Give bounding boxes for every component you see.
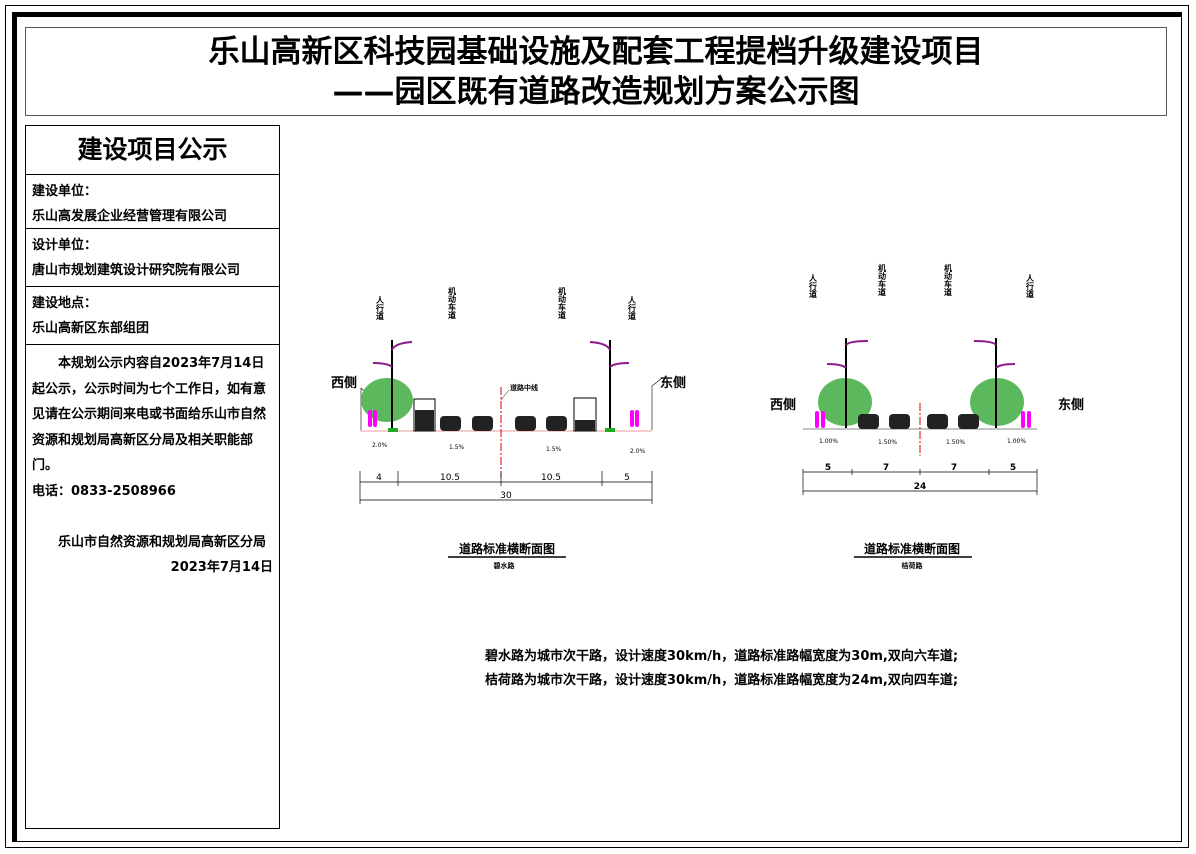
east-side-label: 东侧 — [1058, 397, 1084, 413]
date-text: 2023年7月14日 — [170, 559, 273, 575]
road-name: 桔荷路 — [902, 561, 924, 570]
designer-value: 唐山市规划建筑设计研究院有限公司 — [32, 263, 241, 278]
location-section: 建设地点： 乐山高新区东部组团 — [26, 287, 279, 345]
slope-label: 1.50% — [878, 439, 897, 446]
title-block: 乐山高新区科技园基础设施及配套工程提档升级建设项目 ——园区既有道路改造规划方案… — [25, 27, 1167, 116]
outer-border — [5, 5, 1189, 848]
slope-label: 1.5% — [449, 444, 465, 451]
east-side-label: 东侧 — [660, 375, 686, 391]
truck-icon — [573, 397, 597, 432]
lane-label-carriageway-east: 机动车道 — [944, 263, 953, 297]
pedestrian-icon — [815, 411, 825, 428]
car-icon — [858, 414, 879, 429]
location-value: 乐山高新区东部组团 — [32, 321, 150, 336]
svg-text:机动车道: 机动车道 — [878, 263, 887, 297]
notice-text: 本规划公示内容自2023年7月14日起公示，公示时间为七个工作日，如有意见请在公… — [32, 356, 267, 473]
pedestrian-icon — [1021, 411, 1031, 428]
note-jiehe: 桔荷路为城市次干路，设计速度30km/h，道路标准路幅宽度为24m,双向四车道; — [485, 673, 959, 688]
slope-label: 1.50% — [946, 439, 965, 446]
street-lamp-icon — [826, 338, 869, 428]
lane-label-sidewalk-west: 人行道 — [808, 273, 818, 299]
road-notes: 碧水路为城市次干路，设计速度30km/h，道路标准路幅宽度为30m,双向六车道;… — [485, 645, 958, 693]
slope-label: 1.00% — [819, 438, 838, 445]
width-label: 10.5 — [541, 473, 561, 483]
lane-label-carriageway-west: 机动车道 — [448, 286, 457, 320]
pedestrian-icon — [368, 410, 377, 427]
svg-text:人行道: 人行道 — [808, 273, 818, 299]
width-label: 7 — [883, 463, 889, 473]
slope-label: 1.00% — [1007, 438, 1026, 445]
slope-label: 1.5% — [546, 446, 562, 453]
svg-text:人行道: 人行道 — [627, 295, 637, 321]
location-label: 建设地点： — [32, 296, 98, 311]
svg-text:人行道: 人行道 — [1025, 273, 1035, 299]
slope-label: 2.0% — [372, 442, 388, 449]
total-width-label: 24 — [914, 482, 927, 492]
designer-label: 设计单位： — [32, 238, 98, 253]
lane-label-sidewalk-east: 人行道 — [627, 295, 637, 321]
car-icon — [889, 414, 910, 429]
svg-text:人行道: 人行道 — [375, 295, 385, 321]
total-width-label: 30 — [500, 491, 512, 501]
panel-heading: 建设项目公示 — [26, 126, 279, 175]
section-caption: 道路标准横断面图 — [459, 541, 555, 556]
car-icon — [440, 416, 461, 431]
svg-text:机动车道: 机动车道 — [448, 286, 457, 320]
builder-value: 乐山高发展企业经营管理有限公司 — [32, 209, 228, 224]
west-side-label: 西侧 — [770, 397, 796, 413]
car-icon — [472, 416, 493, 431]
svg-text:机动车道: 机动车道 — [558, 286, 567, 320]
phone-text: 电话：0833-2508966 — [32, 483, 176, 499]
dimension-line — [359, 471, 653, 504]
car-icon — [958, 414, 979, 429]
width-label: 5 — [1010, 463, 1016, 473]
street-lamp-icon — [589, 340, 630, 430]
width-label: 10.5 — [440, 473, 460, 483]
width-label: 4 — [376, 473, 382, 483]
drawing-frame — [12, 12, 1182, 842]
dimension-line — [802, 469, 1038, 495]
issuer-text: 乐山市自然资源和规划局高新区分局 — [58, 534, 267, 550]
lane-label-carriageway-east: 机动车道 — [558, 286, 567, 320]
west-side-label: 西侧 — [331, 375, 357, 391]
svg-text:机动车道: 机动车道 — [944, 263, 953, 297]
slope-label: 2.0% — [630, 448, 646, 455]
lane-label-sidewalk-east: 人行道 — [1025, 273, 1035, 299]
builder-section: 建设单位： 乐山高发展企业经营管理有限公司 — [26, 175, 279, 229]
lane-label-sidewalk-west: 人行道 — [375, 295, 385, 321]
note-bishui: 碧水路为城市次干路，设计速度30km/h，道路标准路幅宽度为30m,双向六车道; — [485, 649, 959, 664]
width-label: 5 — [825, 463, 831, 473]
street-lamp-icon — [973, 338, 1016, 428]
street-lamp-icon — [372, 340, 413, 430]
title-line-1: 乐山高新区科技园基础设施及配套工程提档升级建设项目 — [208, 34, 984, 70]
width-label: 7 — [951, 463, 957, 473]
designer-section: 设计单位： 唐山市规划建筑设计研究院有限公司 — [26, 229, 279, 287]
car-icon — [546, 416, 567, 431]
lane-label-carriageway-west: 机动车道 — [878, 263, 887, 297]
pedestrian-icon — [630, 410, 639, 427]
section-caption: 道路标准横断面图 — [864, 541, 960, 556]
centerline-label: 道路中线 — [510, 383, 538, 392]
project-notice-panel: 建设项目公示 建设单位： 乐山高发展企业经营管理有限公司 设计单位： 唐山市规划… — [25, 125, 280, 829]
title-line-2: ——园区既有道路改造规划方案公示图 — [332, 74, 860, 110]
car-icon — [515, 416, 536, 431]
width-label: 5 — [624, 473, 630, 483]
road-name: 碧水路 — [493, 561, 516, 570]
truck-icon — [413, 398, 436, 432]
builder-label: 建设单位： — [32, 184, 98, 199]
car-icon — [927, 414, 948, 429]
